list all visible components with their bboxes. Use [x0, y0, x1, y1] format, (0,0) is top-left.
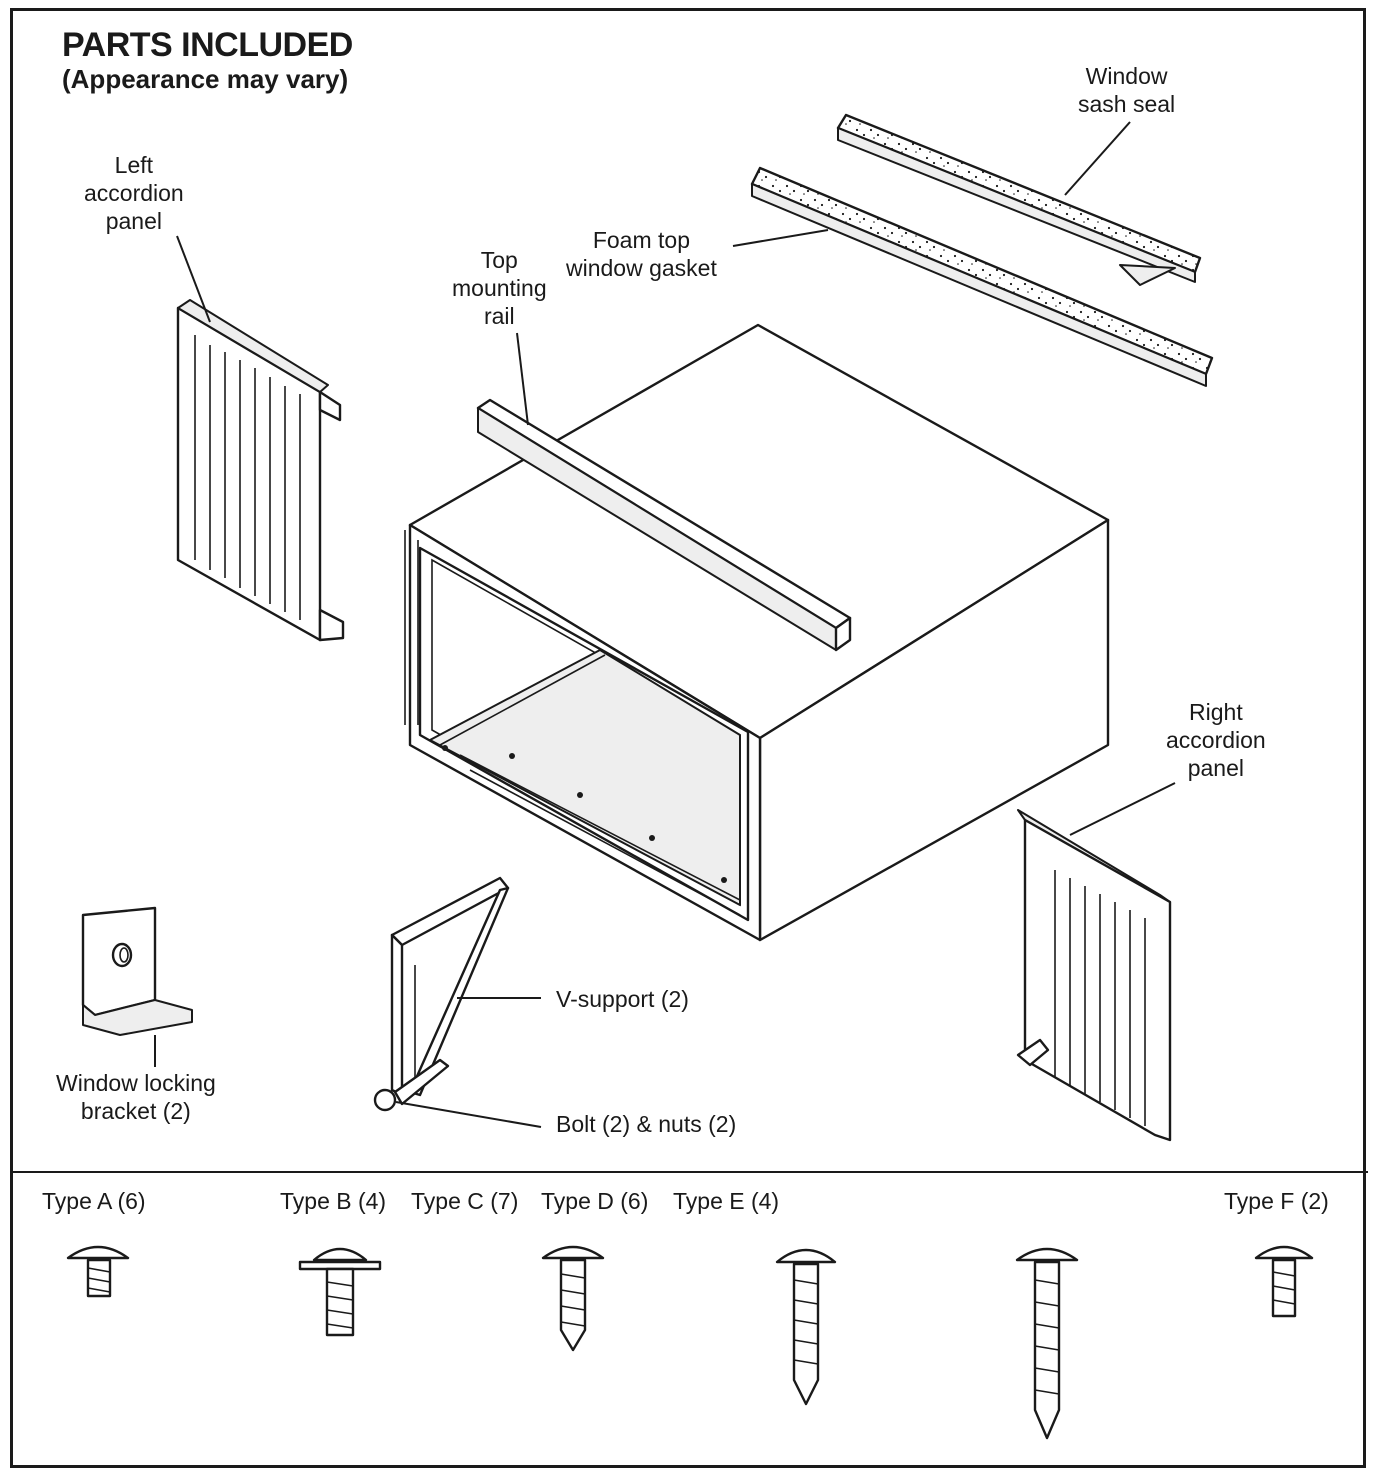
screw-type-f-icon	[1254, 1245, 1314, 1318]
foam-top-window-gasket	[750, 166, 1214, 387]
page-subtitle: (Appearance may vary)	[62, 64, 349, 94]
section-divider	[10, 1171, 1368, 1173]
label-bolt-nuts: Bolt (2) & nuts (2)	[556, 1111, 737, 1137]
page-title: PARTS INCLUDED	[62, 26, 353, 64]
sleeve-cabinet	[404, 323, 1110, 942]
screw-type-d-icon	[775, 1248, 837, 1406]
label-screw-type-c: Type C (7)	[411, 1188, 519, 1214]
callout-lines	[154, 121, 1176, 1128]
screw-type-b-icon	[298, 1247, 382, 1337]
window-locking-bracket	[81, 906, 193, 1036]
label-screw-type-e: Type E (4)	[673, 1188, 780, 1214]
right-accordion-panel	[1016, 809, 1172, 1142]
label-screw-type-d: Type D (6)	[541, 1188, 649, 1214]
label-screw-type-a: Type A (6)	[42, 1188, 146, 1214]
label-screw-type-b: Type B (4)	[280, 1188, 387, 1214]
diagram-frame	[10, 8, 1366, 1468]
v-support	[373, 876, 510, 1112]
screw-type-e-icon	[1015, 1247, 1079, 1440]
left-accordion-panel	[176, 299, 345, 642]
label-v-support: V-support (2)	[556, 986, 689, 1012]
screw-type-c-icon	[541, 1245, 605, 1352]
screw-type-a-icon	[66, 1245, 130, 1298]
label-screw-type-f: Type F (2)	[1224, 1188, 1329, 1214]
window-sash-seal	[836, 113, 1202, 286]
top-mounting-rail	[476, 398, 852, 652]
